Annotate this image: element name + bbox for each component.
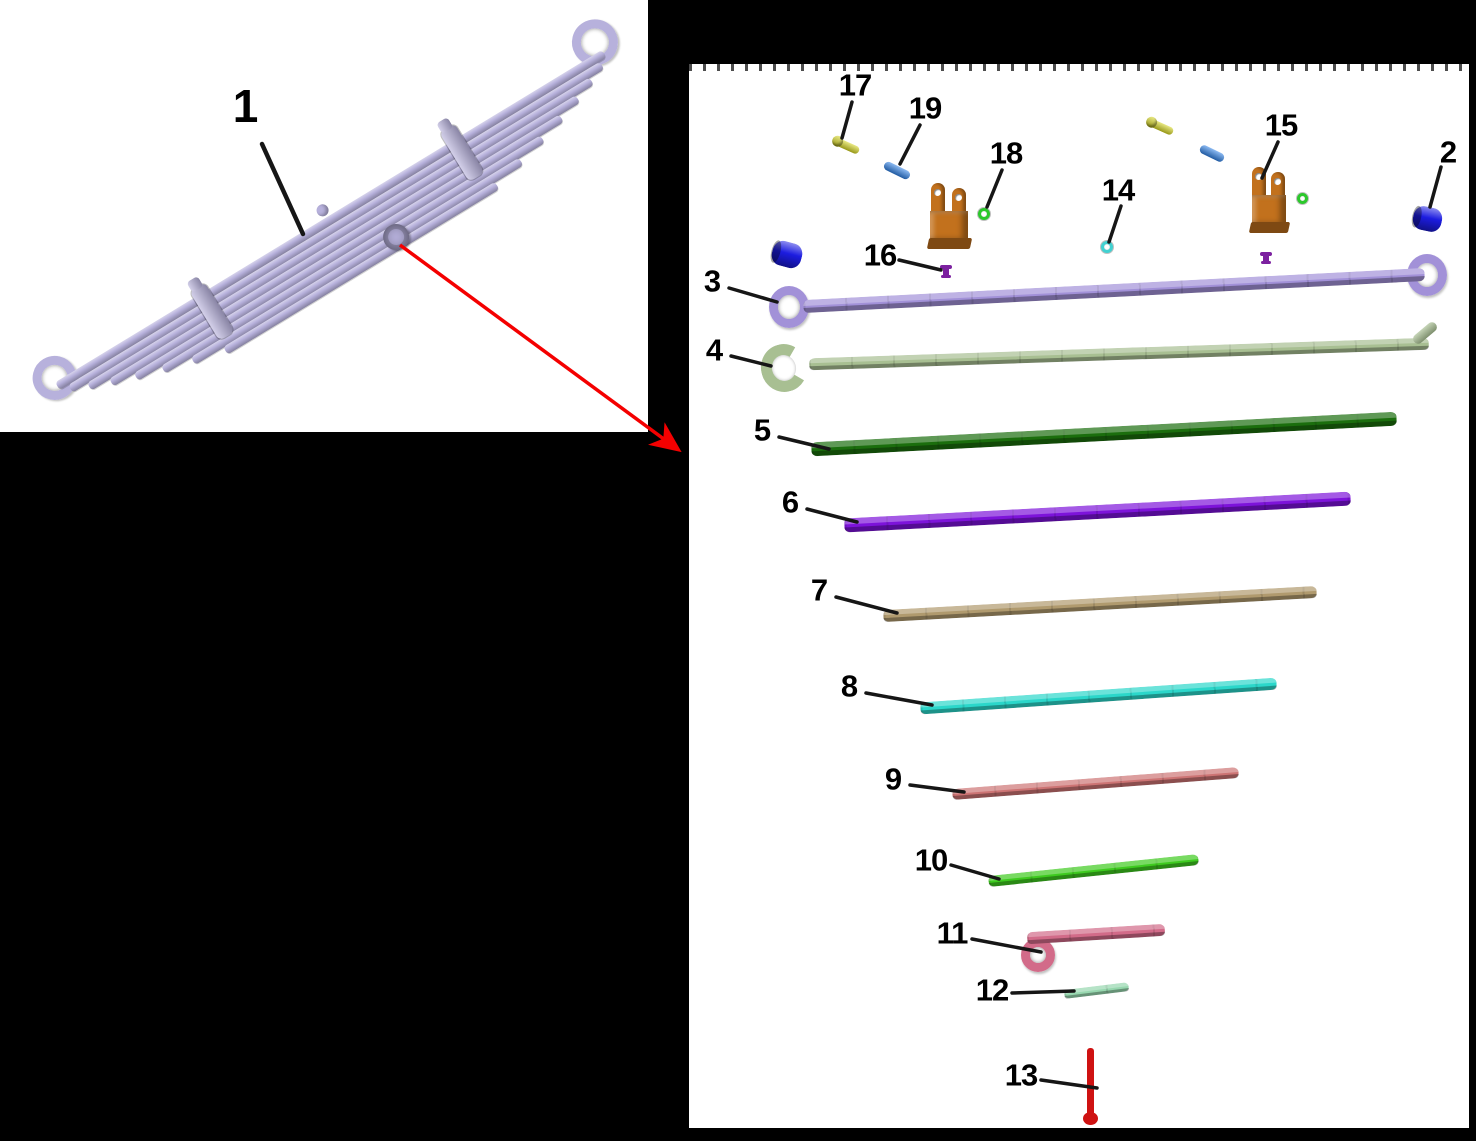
bracket-lip bbox=[1248, 222, 1291, 233]
clip-rivet-left bbox=[940, 265, 952, 278]
callout-3: 3 bbox=[703, 263, 721, 299]
clip-spacer-blue-right bbox=[1198, 143, 1226, 164]
callout-14: 14 bbox=[1101, 172, 1135, 208]
stack-leaf-1 bbox=[55, 49, 607, 391]
callout-6: 6 bbox=[781, 484, 799, 520]
clip-nut-green-left bbox=[978, 208, 990, 220]
leaf4-hook-left bbox=[755, 338, 813, 398]
callout-16: 16 bbox=[863, 237, 897, 273]
rebound-clip-bracket-right bbox=[1248, 167, 1291, 233]
rebound-clip-bracket-left bbox=[926, 183, 973, 249]
stack-leaf-2 bbox=[68, 61, 605, 393]
leaf6 bbox=[843, 491, 1352, 533]
eye-bushing-right bbox=[1410, 204, 1445, 234]
callout-2: 2 bbox=[1439, 134, 1457, 170]
leader-line-14 bbox=[1107, 204, 1123, 244]
stack-leaf-4 bbox=[109, 95, 581, 387]
leaf-spring-assembly bbox=[20, 4, 648, 432]
washer-cyan bbox=[1101, 241, 1113, 253]
leader-line-16 bbox=[897, 258, 943, 272]
stack-leaf-3 bbox=[86, 77, 595, 391]
stack-leaf-7 bbox=[190, 157, 524, 365]
leaf5 bbox=[811, 411, 1397, 457]
leader-line-17 bbox=[840, 100, 854, 140]
bracket-lip bbox=[926, 238, 973, 249]
callout-19: 19 bbox=[908, 90, 942, 126]
center-bolt-shank bbox=[1087, 1048, 1094, 1118]
leaf8 bbox=[920, 677, 1277, 715]
assembled-view: 1 bbox=[0, 0, 648, 432]
eye-bushing-left bbox=[769, 238, 805, 271]
leader-line-2 bbox=[1428, 165, 1443, 209]
leaf7 bbox=[883, 585, 1317, 623]
callout-9: 9 bbox=[884, 761, 902, 797]
callout-18: 18 bbox=[989, 135, 1023, 171]
exploded-view: 2 3 4 5 6 7 8 9 10 11 12 13 14 15 16 17 … bbox=[689, 64, 1469, 1128]
leaf4-bar bbox=[808, 337, 1430, 371]
stack-leaf-5 bbox=[133, 114, 564, 381]
bracket-body bbox=[930, 211, 968, 239]
bracket-prong bbox=[952, 188, 966, 218]
callout-15: 15 bbox=[1264, 107, 1298, 143]
callout-7: 7 bbox=[810, 572, 828, 608]
exploded-leader-overlay bbox=[727, 100, 1443, 1090]
selection-ants-border bbox=[689, 64, 1469, 71]
callout-10: 10 bbox=[914, 842, 948, 878]
clip-nut-green-right bbox=[1297, 193, 1308, 204]
callout-5: 5 bbox=[753, 412, 771, 448]
clip-bolt-yellow-right bbox=[1147, 118, 1175, 136]
leaf12-pad bbox=[1063, 982, 1130, 999]
center-bolt-head bbox=[1083, 1112, 1098, 1125]
callout-11: 11 bbox=[936, 915, 969, 951]
clip-bolt-yellow-left bbox=[833, 137, 861, 155]
leaf9 bbox=[952, 767, 1239, 800]
callout-13: 13 bbox=[1004, 1057, 1038, 1093]
leaf3-bar bbox=[803, 268, 1425, 313]
leaf11-bar bbox=[1026, 923, 1166, 945]
callout-12: 12 bbox=[975, 972, 1009, 1008]
callout-17: 17 bbox=[838, 67, 872, 103]
bracket-body bbox=[1252, 195, 1286, 223]
leader-line-18 bbox=[985, 168, 1004, 209]
clip-spacer-blue-left bbox=[882, 160, 912, 181]
callout-8: 8 bbox=[840, 668, 858, 704]
callout-4: 4 bbox=[705, 332, 723, 368]
callout-1: 1 bbox=[232, 80, 259, 132]
bracket-prong bbox=[931, 183, 945, 217]
clip-rivet-right bbox=[1260, 252, 1272, 264]
leaf10 bbox=[988, 854, 1199, 887]
leader-line-19 bbox=[898, 123, 922, 166]
